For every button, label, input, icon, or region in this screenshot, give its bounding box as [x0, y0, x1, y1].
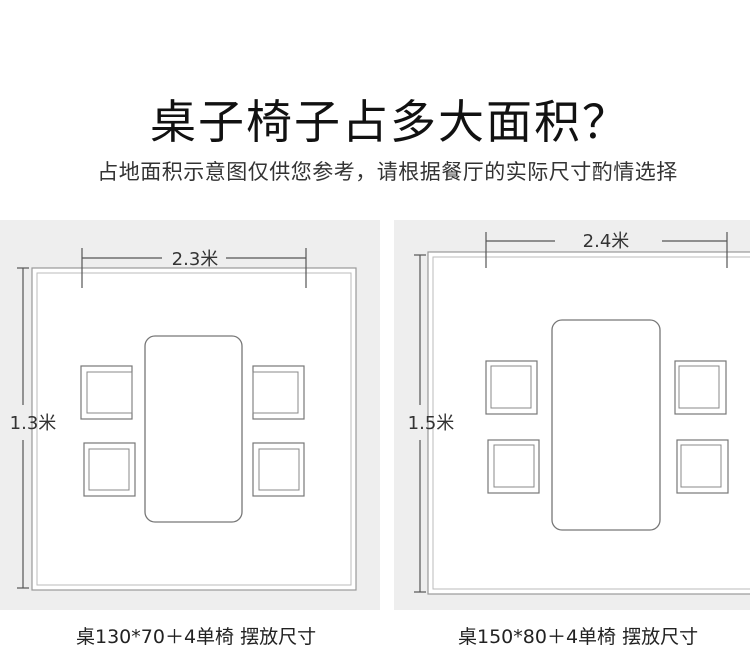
- width-dimension-label: 2.4米: [583, 231, 630, 252]
- chair: [676, 439, 729, 494]
- chair: [674, 360, 727, 415]
- page-subtitle: 占地面积示意图仅供您参考，请根据餐厅的实际尺寸酌情选择: [97, 160, 678, 184]
- height-dimension-label: 1.3米: [10, 413, 57, 434]
- dining-table: [551, 319, 661, 531]
- width-dimension-label: 2.3米: [172, 249, 219, 270]
- room-inner-outline: [432, 256, 750, 590]
- floor-plan-large: 2.4米 1.5米: [408, 231, 750, 595]
- floor-plan-small: 2.3米 1.3米: [10, 248, 357, 591]
- chair: [252, 442, 305, 497]
- chair: [252, 365, 305, 420]
- height-dimension-label: 1.5米: [408, 413, 455, 434]
- chair: [83, 442, 136, 497]
- layout-caption-large: 桌150*80＋4单椅 摆放尺寸: [458, 626, 699, 648]
- chair: [80, 365, 133, 420]
- room-inner-outline: [36, 272, 352, 586]
- chair: [487, 439, 540, 494]
- page-title: 桌子椅子占多大面积？: [150, 95, 630, 149]
- chair: [485, 360, 538, 415]
- dining-table: [144, 335, 243, 523]
- layout-caption-small: 桌130*70＋4单椅 摆放尺寸: [76, 626, 317, 648]
